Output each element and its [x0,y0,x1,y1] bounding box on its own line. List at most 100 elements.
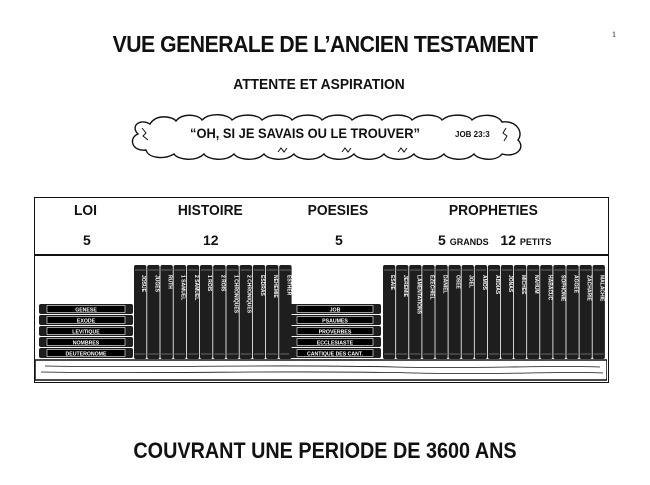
book-loi-1: EXODE [39,315,133,325]
book-label-prophetes-7: AMOS [481,275,487,291]
book-poesies-0: JOB [289,304,381,314]
book-label-histoire-9: ESDRAS [259,275,265,297]
book-label-poesies-2: PROVERBES [319,329,352,335]
book-prophetes-11: NAHUM [527,265,540,359]
footer-text: COUVRANT UNE PERIODE DE 3600 ANS [133,438,517,463]
label-minor-prophets: PETITS [519,237,552,247]
book-label-loi-2: LEVITIQUE [72,329,100,335]
book-prophetes-6: JOEL [461,265,474,359]
book-label-prophetes-5: OSEE [455,275,461,290]
book-label-poesies-0: JOB [330,307,341,313]
book-histoire-7: 1 CHRONIQUES [226,265,239,359]
book-label-poesies-3: ECCLESIASTE [317,340,354,346]
book-poesies-2: PROVERBES [289,326,381,336]
quote-cloud: “OH, SI JE SAVAIS OU LE TROUVER” JOB 23:… [128,112,526,160]
book-histoire-4: 2 SAMUEL [186,265,200,359]
book-label-prophetes-12: HABACUC [546,275,552,301]
book-label-prophetes-9: JONAS [507,275,513,293]
book-label-histoire-1: JUGES [153,275,159,293]
book-label-histoire-10: NEHEMIE [272,275,278,298]
book-histoire-0: JOSUE [134,265,147,359]
book-prophetes-5: OSEE [448,265,461,359]
book-label-prophetes-15: ZACHARIE [586,275,592,301]
book-prophetes-9: JONAS [500,265,514,359]
book-label-prophetes-2: LAMENTATIONS [415,275,421,315]
book-prophetes-14: AGGEE [566,265,579,359]
bookshelf: GENESE EXODE LEVITIQUE NOMBRES DEUTERONOME JO… [34,256,608,382]
book-loi-4: DEUTERONOME [39,348,133,358]
book-label-loi-4: DEUTERONOME [66,351,107,357]
book-prophetes-1: JEREMIE [396,265,409,359]
book-label-histoire-6: 2 ROIS [219,275,225,292]
book-histoire-1: JUGES [147,265,160,359]
book-prophetes-16: MALACHIE [592,265,605,359]
category-poesies: POESIES [307,202,369,219]
book-loi-2: LEVITIQUE [39,326,133,336]
category-propheties: PROPHETIES [448,202,538,219]
book-label-poesies-4: CANTIQUE DES CANT. [307,351,363,357]
book-histoire-5: 1 ROIS [200,265,213,359]
book-label-histoire-8: 2 CHRONIQUES [246,275,252,314]
book-prophetes-8: ABDIAS [487,265,501,359]
book-poesies-1: PSAUMES [289,315,381,325]
page-title: VUE GENERALE DE L’ANCIEN TESTAMENT [112,31,538,57]
book-prophetes-15: ZACHARIE [579,265,592,359]
cloud-outline-icon [131,114,522,160]
quote-text: “OH, SI JE SAVAIS OU LE TROUVER” [190,125,420,141]
category-histoire: HISTOIRE [177,202,243,219]
book-label-histoire-4: 2 SAMUEL [193,275,199,300]
quote-reference: JOB 23:3 [455,130,490,139]
page-number: 1 [612,30,616,39]
bible-overview-box: LOI HISTOIRE POESIES PROPHETIES 5 12 5 5… [34,197,609,383]
book-prophetes-4: DANIEL [435,265,448,359]
book-label-histoire-11: ESTHER [285,275,291,296]
book-label-loi-0: GENESE [75,307,97,313]
book-label-prophetes-4: DANIEL [441,275,447,294]
book-prophetes-7: AMOS [474,265,487,359]
book-prophetes-0: ESAIE [383,265,396,359]
book-label-histoire-7: 1 CHRONIQUES [233,275,239,314]
category-loi: LOI [74,202,97,219]
book-loi-3: NOMBRES [39,337,133,347]
book-label-prophetes-13: SOPHONIE [559,275,565,302]
shelf-board [34,359,608,381]
label-major-prophets: GRANDS [449,237,489,247]
count-poesies: 5 [335,232,343,248]
book-histoire-11: ESTHER [279,265,292,359]
book-label-histoire-3: 1 SAMUEL [180,275,186,300]
book-label-prophetes-16: MALACHIE [599,275,605,302]
book-label-prophetes-0: ESAIE [389,275,395,291]
book-label-loi-3: NOMBRES [73,340,100,346]
book-prophetes-13: SOPHONIE [553,265,566,359]
book-label-prophetes-3: EZECHIEL [428,275,434,300]
book-histoire-3: 1 SAMUEL [173,265,186,359]
count-prophetes: 5 GRANDS 12 PETITS [438,232,551,248]
count-loi: 5 [83,232,91,248]
page-subtitle: ATTENTE ET ASPIRATION [233,76,405,93]
book-prophetes-2: LAMENTATIONS [409,265,422,359]
count-histoire: 12 [203,232,219,248]
book-label-histoire-5: 1 ROIS [206,275,212,292]
count-minor-prophets: 12 [500,232,516,248]
book-label-loi-1: EXODE [77,318,96,324]
book-histoire-8: 2 CHRONIQUES [239,265,252,359]
book-label-prophetes-10: MICHEE [520,275,526,295]
book-histoire-6: 2 ROIS [213,265,226,359]
book-histoire-9: ESDRAS [252,265,266,359]
count-major-prophets: 5 [438,232,446,248]
book-label-prophetes-1: JEREMIE [402,275,408,298]
book-loi-0: GENESE [39,304,133,314]
book-label-poesies-1: PSAUMES [322,318,348,324]
book-label-prophetes-14: AGGEE [572,275,578,294]
book-prophetes-10: MICHEE [514,265,527,359]
header-divider [35,254,608,256]
book-histoire-10: NEHEMIE [266,265,279,359]
bookshelf-drawing: GENESE EXODE LEVITIQUE NOMBRES DEUTERONOME JO… [34,265,608,381]
book-label-histoire-2: RUTH [167,275,173,289]
book-label-prophetes-11: NAHUM [533,275,539,294]
book-histoire-2: RUTH [160,265,173,359]
book-prophetes-3: EZECHIEL [422,265,435,359]
book-label-histoire-0: JOSUE [140,275,146,293]
book-label-prophetes-6: JOEL [468,275,474,288]
book-prophetes-12: HABACUC [540,265,553,359]
